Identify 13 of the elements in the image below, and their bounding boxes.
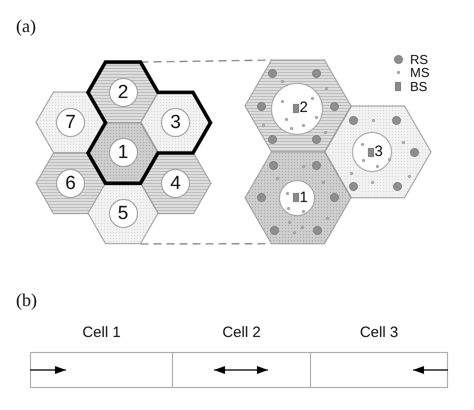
cell-heading: Cell 1 (82, 323, 121, 343)
cell-number: 1 (300, 188, 308, 207)
legend-label: BS (410, 78, 428, 94)
legend-label: MS (410, 65, 430, 80)
panel-label: (b) (16, 290, 37, 310)
connector-line (140, 60, 272, 63)
cell-number: 2 (300, 99, 308, 118)
legend-label: RS (410, 52, 428, 66)
cell-number: 3 (374, 143, 383, 161)
connector-line (140, 243, 272, 245)
cell-heading: Cell 3 (360, 323, 398, 343)
panel-label: (a) (16, 16, 36, 36)
cell-heading: Cell 2 (222, 323, 261, 343)
